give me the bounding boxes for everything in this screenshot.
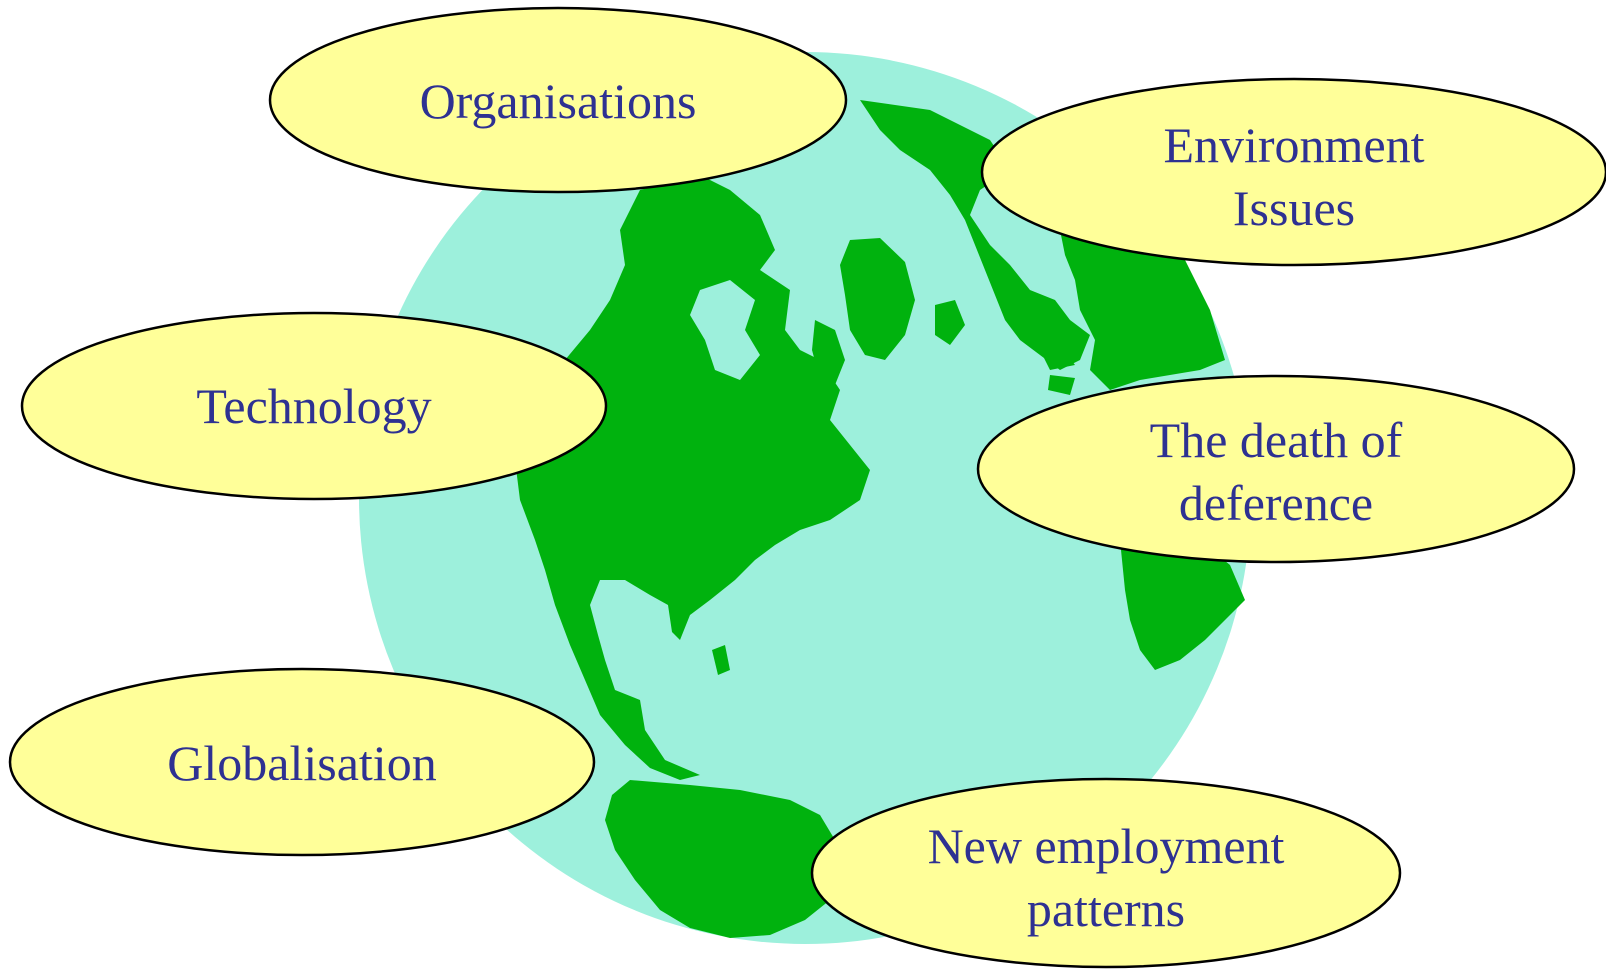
- oval-death-of-deference: The death of deference: [976, 374, 1576, 564]
- oval-organisations: Organisations: [268, 6, 848, 194]
- oval-label: Globalisation: [167, 735, 436, 791]
- oval-shape: [8, 667, 596, 857]
- continent-europe: [860, 100, 1090, 370]
- oval-label-line2: deference: [1179, 475, 1373, 531]
- oval-label-line1: The death of: [1150, 412, 1403, 468]
- oval-label: Organisations: [420, 73, 697, 129]
- oval-shape: [268, 6, 848, 194]
- oval-technology: Technology: [20, 311, 608, 501]
- europe-island-2: [1048, 375, 1075, 395]
- continent-greenland: [840, 238, 915, 360]
- arctic-island-1: [812, 320, 845, 385]
- oval-globalisation: Globalisation: [8, 667, 596, 857]
- arctic-island-3: [610, 320, 622, 345]
- oval-new-employment-patterns: New employment patterns: [810, 777, 1402, 969]
- oval-label-line1: Environment: [1163, 117, 1424, 173]
- europe-island: [1035, 340, 1075, 370]
- oval-shape: [20, 311, 608, 501]
- oval-label: Technology: [196, 378, 431, 434]
- globe-icon: [359, 52, 1251, 944]
- continent-north-america: [515, 175, 870, 780]
- oval-label-line1: New employment: [928, 818, 1285, 874]
- arctic-island-2: [935, 300, 965, 345]
- caribbean-island: [712, 645, 730, 675]
- oval-shape: [810, 777, 1402, 969]
- oval-label-line2: patterns: [1027, 881, 1185, 937]
- oval-shape: [976, 374, 1576, 564]
- continent-south-america: [605, 780, 840, 938]
- oval-label-line2: Issues: [1233, 180, 1355, 236]
- oval-shape: [980, 77, 1606, 267]
- oval-environment-issues: Environment Issues: [980, 77, 1606, 267]
- continent-africa: [1120, 530, 1245, 670]
- hudson-bay: [690, 280, 760, 380]
